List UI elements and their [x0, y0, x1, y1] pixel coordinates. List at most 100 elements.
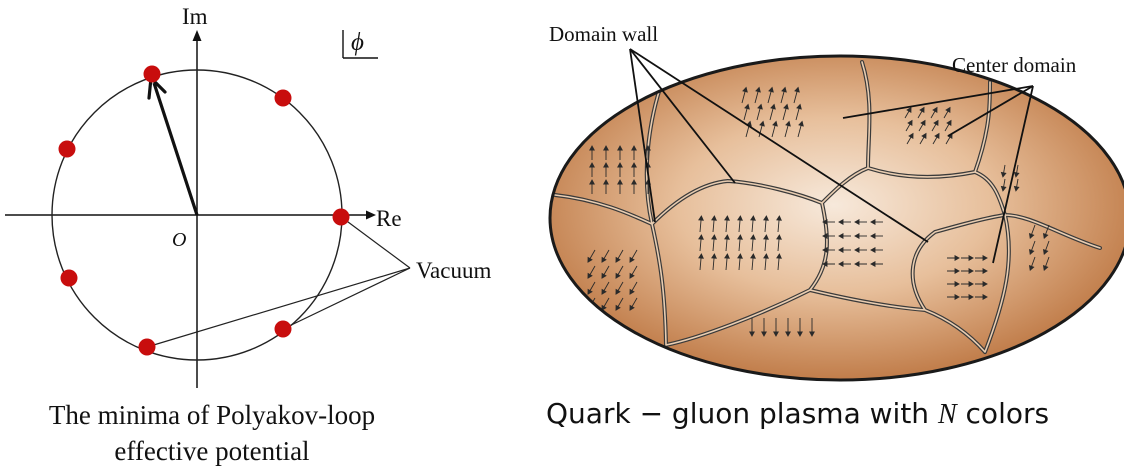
spin-arrow [603, 145, 609, 160]
domain-wall-pointer [629, 48, 736, 184]
spin-arrow [601, 297, 610, 311]
spin-arrow [629, 281, 638, 295]
spin-arrow [750, 253, 756, 271]
vacuum-dot [58, 140, 76, 158]
spin-arrow [763, 253, 769, 271]
spin-arrow [767, 86, 774, 104]
spin-arrow [782, 103, 789, 121]
spin-arrow [773, 318, 779, 337]
vacuum-pointer-line [339, 215, 411, 269]
domain-wall-highlight [554, 61, 1101, 353]
spin-arrow [769, 103, 776, 121]
spin-arrow [631, 162, 637, 177]
spin-arrow [822, 247, 835, 253]
spin-arrow [629, 265, 638, 279]
spin-arrow [631, 145, 637, 160]
spin-arrow [629, 249, 638, 263]
spin-arrow [931, 119, 939, 132]
spin-arrow [756, 103, 763, 121]
spin-arrow [1000, 178, 1007, 192]
spin-arrow [601, 249, 610, 263]
spin-arrow [784, 120, 791, 138]
spin-arrow [797, 318, 803, 337]
spin-arrow [771, 120, 778, 138]
spin-arrow [615, 265, 624, 279]
spin-arrow [975, 268, 988, 274]
spin-arrow [763, 234, 769, 252]
vacuum-dot [60, 269, 78, 287]
spin-arrow [724, 215, 730, 233]
spin-arrow [589, 179, 595, 194]
domain-wall-pointer [629, 48, 656, 223]
spin-arrow [711, 234, 717, 252]
spin-arrow [615, 297, 624, 311]
spin-arrow [854, 247, 867, 253]
spin-arrow [698, 253, 704, 271]
phi-label: ϕ [351, 29, 364, 56]
spin-arrow-field [587, 86, 1050, 337]
spin-arrow [906, 132, 914, 145]
spin-arrow [904, 106, 912, 119]
spin-arrow [615, 281, 624, 295]
spin-arrow [822, 219, 835, 225]
spin-arrow [1000, 164, 1007, 178]
spin-arrow [961, 268, 974, 274]
spin-arrow [944, 119, 952, 132]
spin-arrow [838, 247, 851, 253]
spin-arrow [785, 318, 791, 337]
spin-arrow [961, 255, 974, 261]
right-caption: Quark − gluon plasma with N colors [546, 397, 1049, 430]
left-caption-line1: The minima of Polyakov-loop [49, 400, 375, 430]
plasma-outline [548, 54, 1124, 382]
spin-arrow [918, 119, 926, 132]
spin-arrow [601, 265, 610, 279]
spin-arrow [1013, 178, 1020, 192]
spin-arrow [1028, 256, 1036, 272]
spin-arrow [603, 162, 609, 177]
domain-walls [553, 60, 1102, 354]
spin-arrow [737, 215, 743, 233]
vacuum-label: Vacuum [416, 258, 491, 283]
spin-arrow [870, 247, 883, 253]
spin-arrow [961, 281, 974, 287]
center-domain-pointer [842, 85, 1034, 119]
spin-arrow [932, 132, 940, 145]
spin-arrow [711, 253, 717, 271]
spin-arrow [603, 179, 609, 194]
spin-arrow [601, 281, 610, 295]
spin-arrow [754, 86, 761, 104]
polyakov-loop-arrow [152, 82, 199, 216]
spin-arrow [1028, 240, 1036, 256]
vacuum-dot [332, 208, 350, 226]
vacuum-dot [274, 89, 292, 107]
domain-wall-pointer [629, 48, 929, 243]
spin-arrow [741, 86, 748, 104]
center-domain-pointer [992, 85, 1034, 264]
re-axis-label: Re [376, 206, 402, 231]
spin-arrow [822, 233, 835, 239]
spin-arrow [961, 294, 974, 300]
spin-arrow [761, 318, 767, 337]
spin-arrow [930, 106, 938, 119]
spin-arrow [743, 103, 750, 121]
spin-arrow [776, 234, 782, 252]
spin-arrow [793, 86, 800, 104]
spin-arrow [617, 179, 623, 194]
plasma-diagram: Domain wall Center domain Quark − gluon … [546, 22, 1124, 430]
spin-arrow [587, 249, 596, 263]
spin-arrow [975, 255, 988, 261]
spin-arrow [711, 215, 717, 233]
right-caption-variable: N [937, 399, 958, 430]
spin-arrow [615, 249, 624, 263]
left-caption-line2: effective potential [114, 436, 309, 466]
spin-arrow [905, 119, 913, 132]
spin-arrow [631, 179, 637, 194]
label-pointers [629, 48, 1034, 264]
spin-arrow [737, 253, 743, 271]
center-domain-label: Center domain [952, 53, 1077, 77]
spin-arrow [943, 106, 951, 119]
domain-wall-label: Domain wall [549, 22, 658, 46]
spin-arrow [947, 255, 960, 261]
spin-arrow [724, 234, 730, 252]
